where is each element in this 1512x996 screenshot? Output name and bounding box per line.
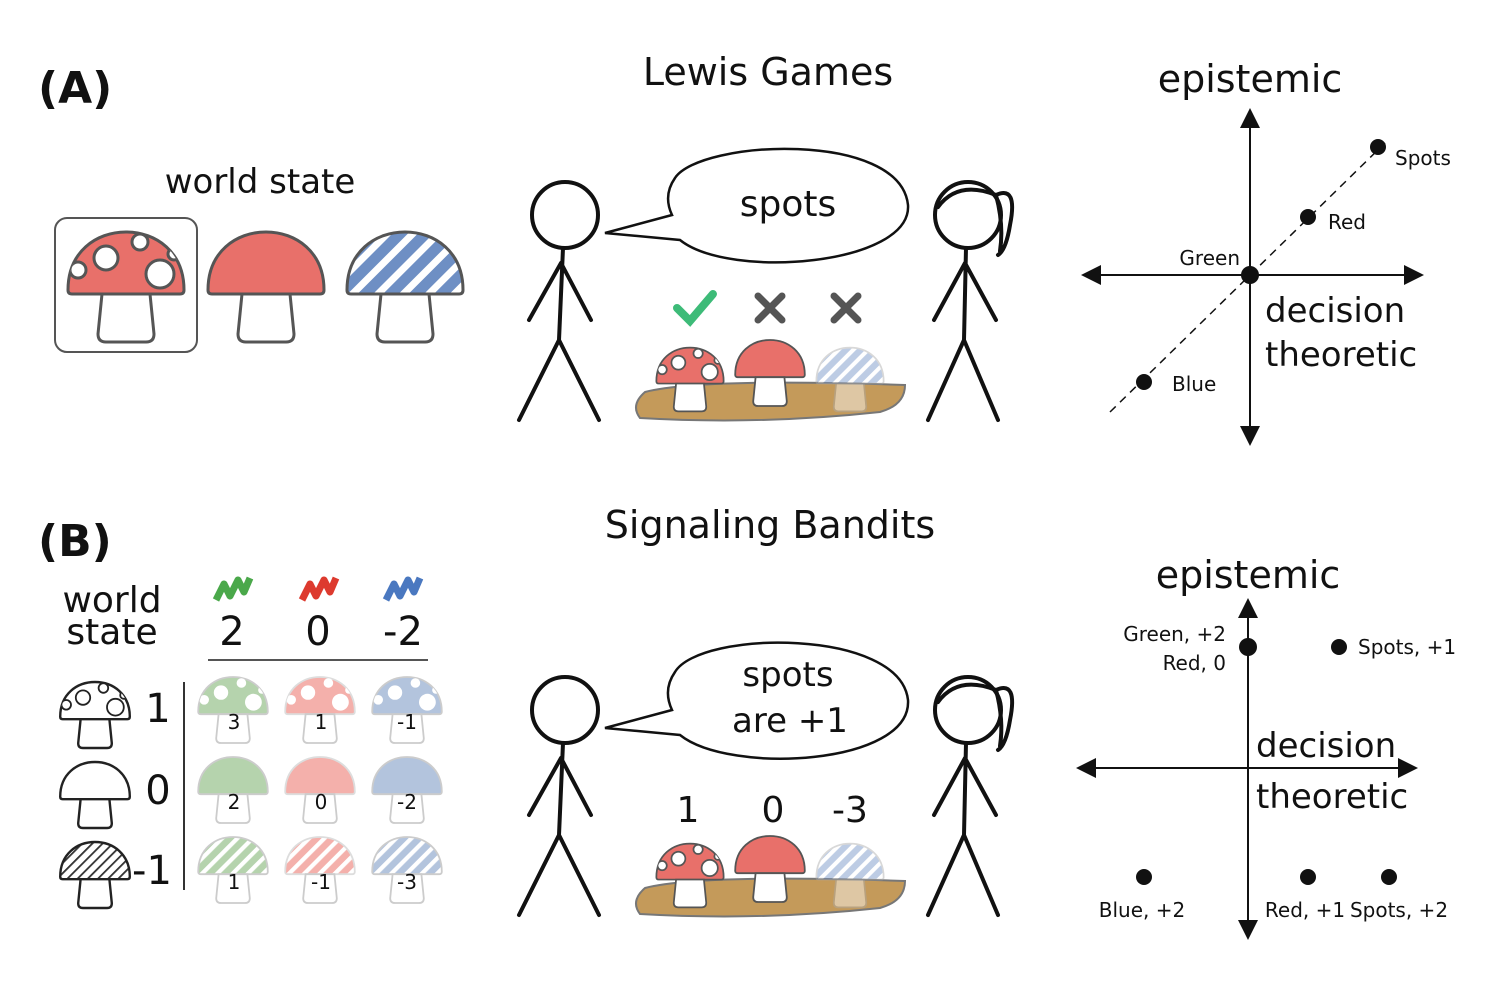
panel-a-title: Lewis Games xyxy=(643,50,893,94)
outline-mushroom-spots xyxy=(58,680,132,750)
point-label: Spots, +1 xyxy=(1358,635,1456,659)
outline-mushroom-plain xyxy=(58,760,132,830)
color-value: -2 xyxy=(383,609,423,655)
point-label: Green, +2 xyxy=(1123,622,1226,646)
grid-value: 1 xyxy=(228,870,241,894)
row-value: 1 xyxy=(145,686,170,732)
grid-value: 1 xyxy=(315,710,328,734)
crayon-green-icon xyxy=(212,576,254,602)
grid-value: -1 xyxy=(397,710,417,734)
point-label: Spots xyxy=(1395,146,1451,170)
listener-figure xyxy=(926,675,1015,917)
point-red xyxy=(1300,209,1316,225)
plot-a-x-label-2: theoretic xyxy=(1265,335,1417,375)
reward-value: 0 xyxy=(762,790,785,831)
world-state-label: world state xyxy=(165,162,356,202)
point-green xyxy=(1241,266,1259,284)
selected-world-state-box xyxy=(54,217,198,353)
plot-a: epistemic decision theoretic Spots Red G… xyxy=(1081,57,1451,446)
speaker-figure xyxy=(517,675,601,917)
plot-a-x-label: decision xyxy=(1265,291,1405,331)
listener-figure xyxy=(926,180,1015,422)
speech-text-2: are +1 xyxy=(732,701,848,741)
plot-b-y-label: epistemic xyxy=(1156,553,1341,597)
grid-value: 2 xyxy=(228,790,241,814)
point-blue xyxy=(1136,869,1152,885)
point-label: Spots, +2 xyxy=(1350,898,1448,922)
point-label: Green xyxy=(1179,246,1240,270)
point-label: Red, +1 xyxy=(1265,898,1345,922)
mushroom-blue-stripes xyxy=(345,230,465,344)
panel-a-label: (A) xyxy=(38,63,112,114)
point-label: Red, 0 xyxy=(1163,651,1226,675)
mushroom-red-spots xyxy=(66,230,186,344)
speech-bubble: spots are +1 xyxy=(604,641,910,760)
color-value: 2 xyxy=(219,609,244,655)
plot-b-x-label-2: theoretic xyxy=(1256,777,1408,817)
grid-value: -3 xyxy=(397,870,417,894)
check-icon xyxy=(673,290,717,327)
outline-mushroom-stripes xyxy=(58,840,132,910)
plot-a-y-label: epistemic xyxy=(1158,57,1343,101)
speech-bubble: spots xyxy=(604,147,910,264)
speaker-figure xyxy=(517,180,601,422)
cross-icon xyxy=(754,292,786,324)
speech-text: spots xyxy=(742,655,833,695)
grid-value: 3 xyxy=(228,710,241,734)
world-state-label: world xyxy=(62,580,161,621)
grid-value: -1 xyxy=(311,870,331,894)
world-state-label-2: state xyxy=(66,612,157,653)
plot-b-x-label: decision xyxy=(1256,726,1396,766)
reward-value: 1 xyxy=(677,790,700,831)
grid-value: -2 xyxy=(397,790,417,814)
cross-icon xyxy=(830,292,862,324)
point-blue xyxy=(1136,374,1152,390)
point-green-red xyxy=(1239,638,1257,656)
point-label: Blue, +2 xyxy=(1099,898,1185,922)
color-value: 0 xyxy=(305,609,330,655)
panel-b-label: (B) xyxy=(38,516,112,567)
point-spots xyxy=(1370,139,1386,155)
point-spots xyxy=(1331,639,1347,655)
point-label: Red xyxy=(1328,210,1366,234)
crayon-red-icon xyxy=(298,576,340,602)
point-label: Blue xyxy=(1172,372,1216,396)
point-spots-2 xyxy=(1381,869,1397,885)
speech-text: spots xyxy=(740,184,837,225)
panel-b-title: Signaling Bandits xyxy=(605,503,935,547)
point-red xyxy=(1300,869,1316,885)
plot-b: epistemic decision theoretic Green, +2 R… xyxy=(1076,553,1456,940)
grid-value: 0 xyxy=(315,790,328,814)
row-value: 0 xyxy=(145,768,170,814)
row-value: -1 xyxy=(132,848,172,894)
mushroom-red xyxy=(206,230,326,344)
reward-value: -3 xyxy=(832,790,868,831)
crayon-blue-icon xyxy=(382,576,424,602)
